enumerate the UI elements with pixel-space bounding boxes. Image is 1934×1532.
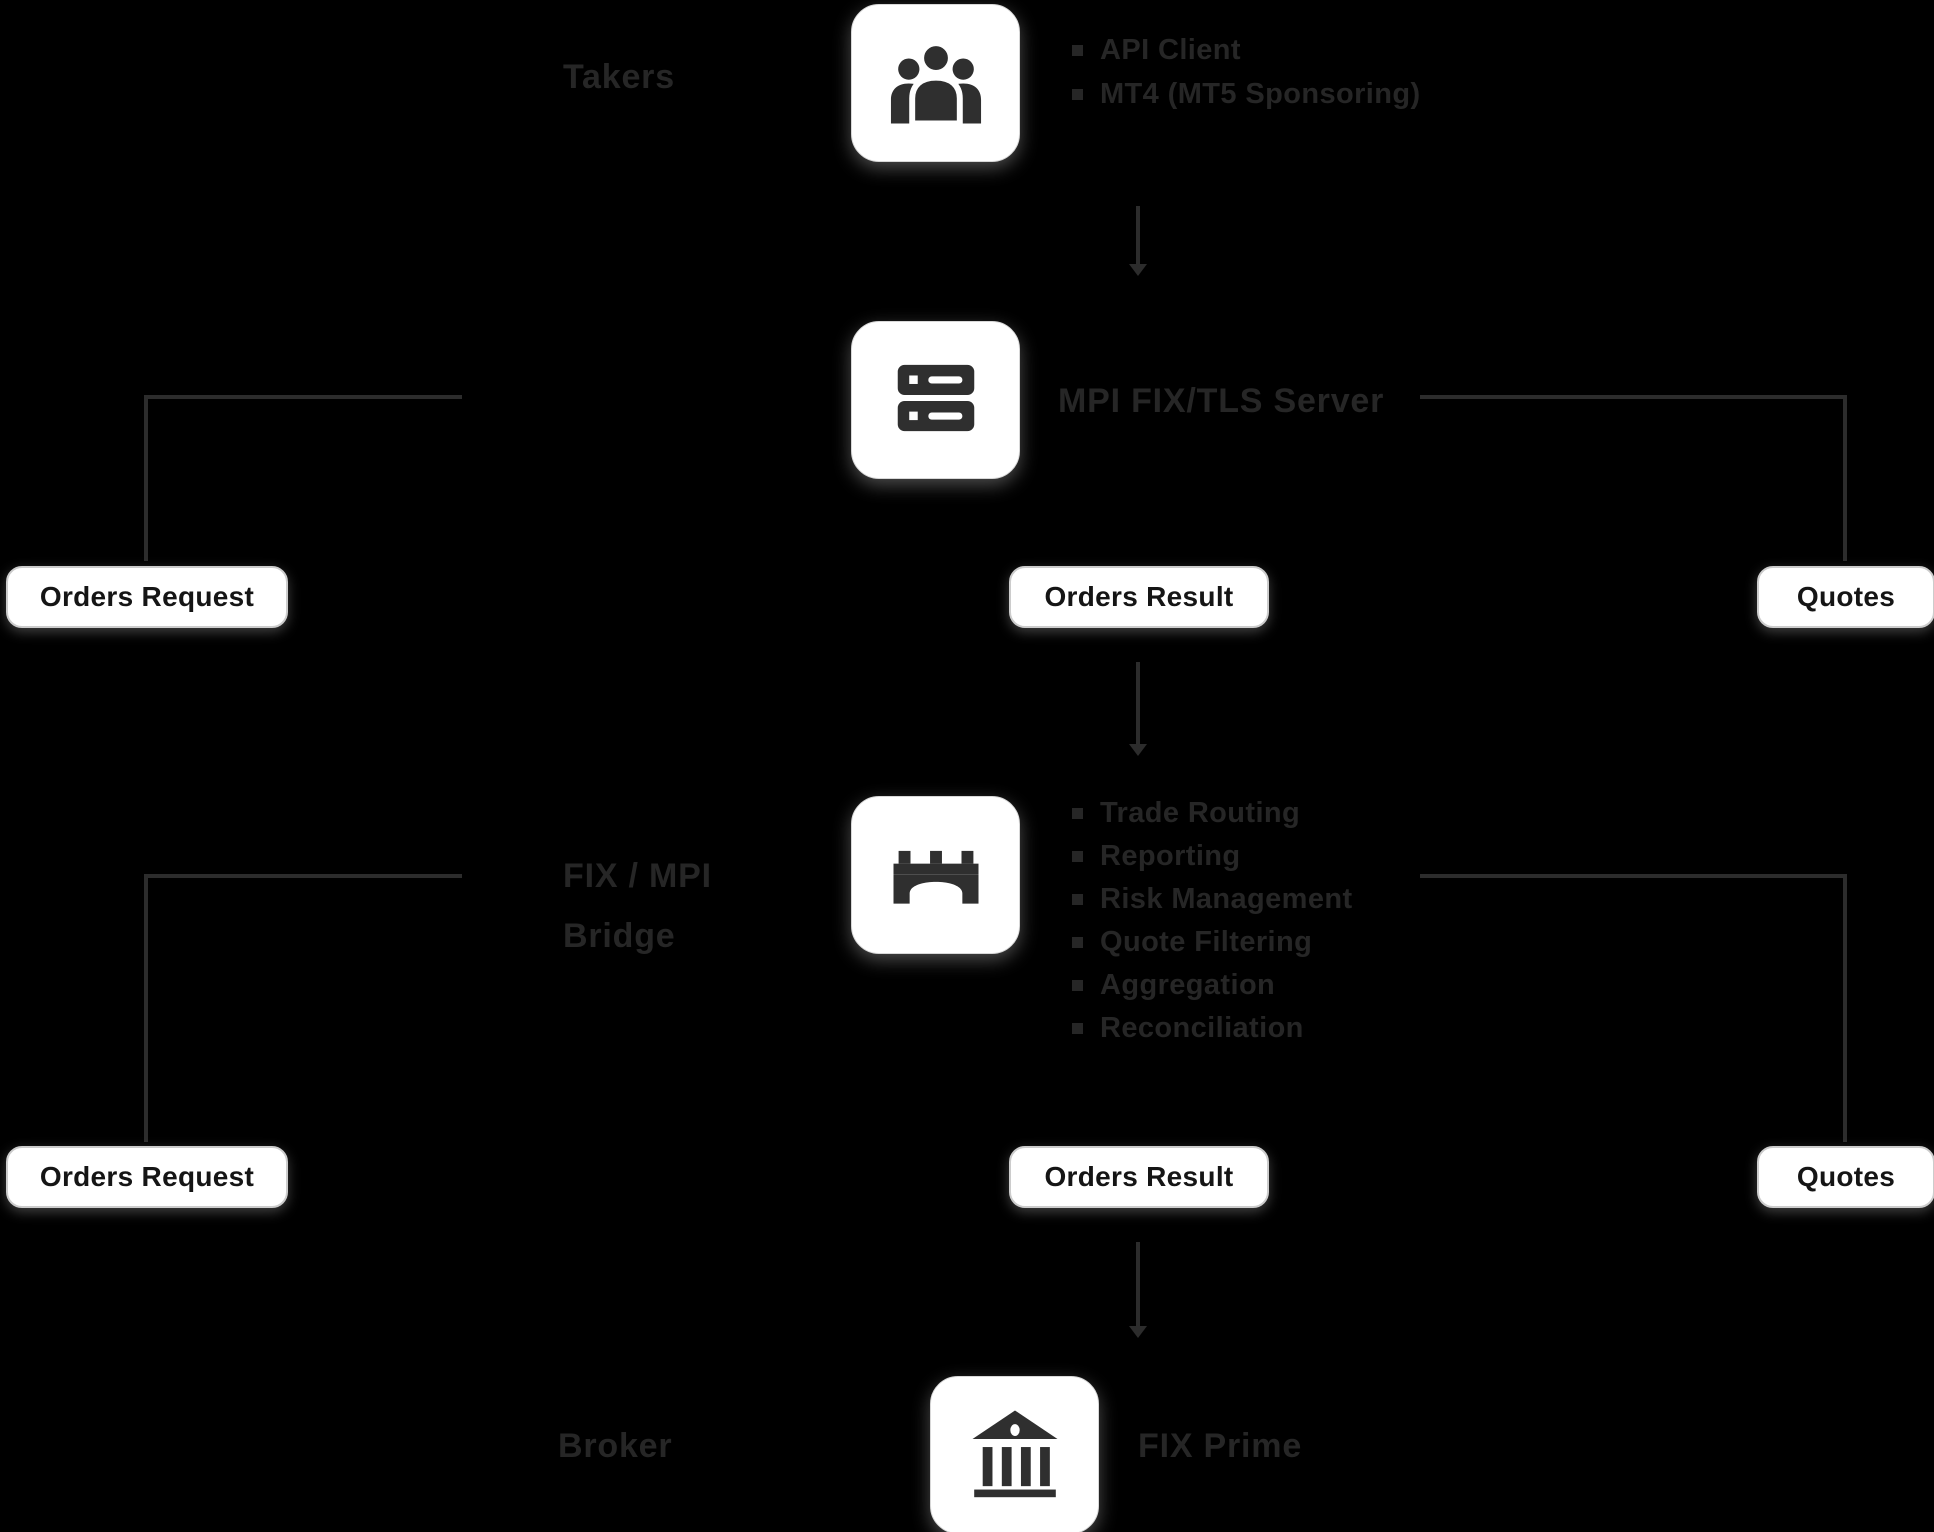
server-label: MPI FIX/TLS Server: [1058, 382, 1385, 420]
orders-request-pill: Orders Request: [6, 566, 288, 628]
broker-label: Broker: [558, 1427, 673, 1465]
arrow-down-icon: [1129, 264, 1147, 276]
bridge-bullet-list: Trade Routing Reporting Risk Management …: [1072, 792, 1353, 1050]
server-node: [851, 321, 1020, 479]
connector-server-quotes: [1420, 395, 1847, 399]
takers-label: Takers: [563, 58, 675, 96]
broker-node: [930, 1376, 1099, 1532]
connector-server-quotes: [1843, 395, 1847, 561]
square-bullet-icon: [1072, 1023, 1083, 1034]
bullet-item: Trade Routing: [1072, 792, 1353, 835]
square-bullet-icon: [1072, 808, 1083, 819]
bullet-text: MT4 (MT5 Sponsoring): [1100, 77, 1421, 110]
square-bullet-icon: [1072, 980, 1083, 991]
bullet-item: Aggregation: [1072, 964, 1353, 1007]
connector-result-bridge: [1136, 662, 1140, 744]
connector-bridge-quotes: [1843, 874, 1847, 1142]
bullet-item: Risk Management: [1072, 878, 1353, 921]
connector-server-orders-request: [144, 395, 462, 399]
server-icon: [885, 347, 987, 454]
square-bullet-icon: [1072, 44, 1083, 56]
square-bullet-icon: [1072, 937, 1083, 948]
bridge-label: FIX / MPI Bridge: [563, 846, 712, 966]
bullet-item: Quote Filtering: [1072, 921, 1353, 964]
quotes-pill: Quotes: [1757, 1146, 1934, 1208]
bullet-text: API Client: [1100, 33, 1241, 66]
connector-takers-server: [1136, 206, 1140, 264]
bridge-label-line1: FIX / MPI: [563, 857, 712, 895]
connector-bridge-orders-request: [144, 874, 148, 1142]
quotes-pill: Quotes: [1757, 566, 1934, 628]
orders-result-pill: Orders Result: [1009, 566, 1269, 628]
bullet-text: Reporting: [1100, 840, 1241, 872]
bullet-item: Reporting: [1072, 835, 1353, 878]
square-bullet-icon: [1072, 894, 1083, 905]
bullet-item: MT4 (MT5 Sponsoring): [1072, 72, 1421, 116]
arrow-down-icon: [1129, 1326, 1147, 1338]
bank-icon: [964, 1402, 1066, 1509]
connector-result-broker: [1136, 1242, 1140, 1326]
connector-bridge-quotes: [1420, 874, 1847, 878]
bridge-label-line2: Bridge: [563, 917, 676, 955]
takers-bullet-list: API Client MT4 (MT5 Sponsoring): [1072, 28, 1421, 116]
fix-prime-label: FIX Prime: [1138, 1427, 1303, 1465]
square-bullet-icon: [1072, 851, 1083, 862]
orders-request-pill: Orders Request: [6, 1146, 288, 1208]
people-group-icon: [885, 30, 987, 137]
bullet-text: Quote Filtering: [1100, 926, 1313, 958]
orders-result-pill: Orders Result: [1009, 1146, 1269, 1208]
bridge-icon: [885, 822, 987, 929]
bullet-item: Reconciliation: [1072, 1007, 1353, 1050]
bullet-item: API Client: [1072, 28, 1421, 72]
arrow-down-icon: [1129, 744, 1147, 756]
bullet-text: Aggregation: [1100, 969, 1276, 1001]
connector-bridge-orders-request: [144, 874, 462, 878]
square-bullet-icon: [1072, 88, 1083, 100]
connector-server-orders-request: [144, 395, 148, 561]
bullet-text: Reconciliation: [1100, 1012, 1304, 1044]
bridge-node: [851, 796, 1020, 954]
bullet-text: Trade Routing: [1100, 797, 1301, 829]
bullet-text: Risk Management: [1100, 883, 1353, 915]
takers-node: [851, 4, 1020, 162]
